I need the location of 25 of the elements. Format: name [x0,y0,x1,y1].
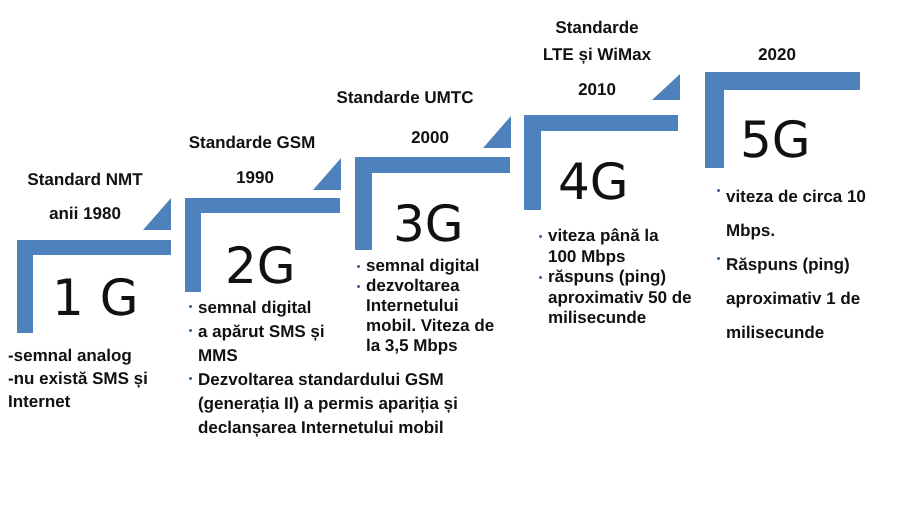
bullet-text: Răspuns (ping) aproximativ 1 de milisecunde [716,248,886,350]
year-label: 2010 [578,80,616,100]
standard-heading: Standarde UMTC [336,88,474,108]
generation-label: 4G [558,154,629,210]
standard-heading: Standard NMT [27,170,143,190]
bullet-text: răspuns (ping) aproximativ 50 de milisecunde [538,267,713,328]
bullet-text: Dezvoltarea standardului GSM (generația II) a permis apariția și declanșarea Internetului mobil [188,368,468,440]
standard-heading: Standarde [555,18,639,38]
generation-label: 5G [740,112,811,168]
bullet-text: a apărut SMS și MMS [188,320,328,368]
year-label: 2000 [411,128,449,148]
standard-heading: LTE și WiMax [542,45,652,65]
bullet-text: semnal digital [188,296,348,320]
bullet-text: dezvoltarea Internetului mobil. Viteza de la 3,5 Mbps [356,276,501,356]
standard-heading: Standarde GSM [188,133,316,153]
bullet-text: viteza de circa 10 Mbps. [716,180,866,248]
bullet-text: -nu există SMS și Internet [8,368,148,413]
year-label: 1990 [236,168,274,188]
bullet-text: -semnal analog [8,345,133,367]
generation-label: 3G [393,196,464,252]
generation-label: 2G [225,238,296,294]
year-label: anii 1980 [49,204,121,224]
year-label: 2020 [758,45,796,65]
bullet-text: semnal digital [356,256,516,276]
generation-label: 1 G [52,270,138,326]
